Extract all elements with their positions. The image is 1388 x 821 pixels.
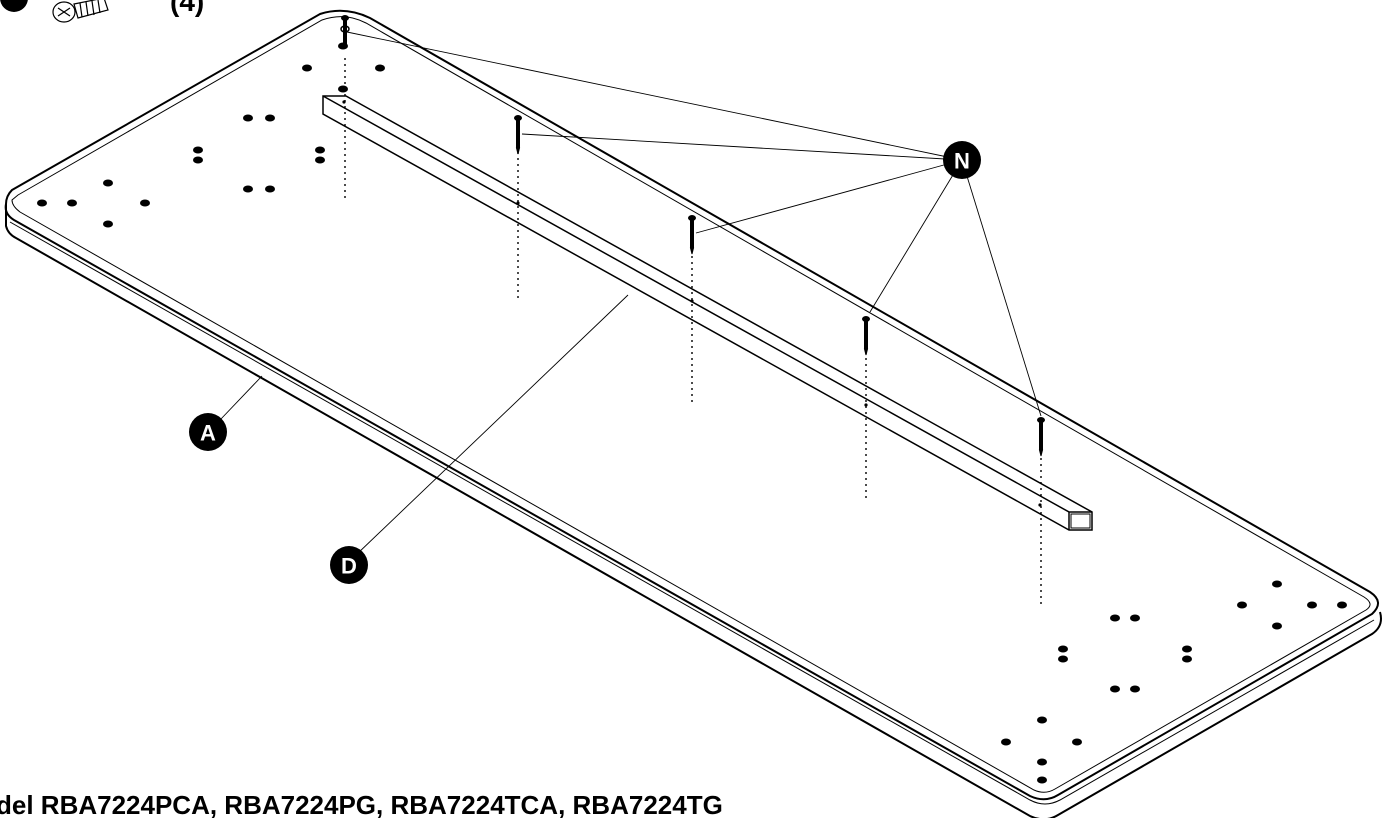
tabletop-top-face — [4, 9, 1379, 801]
tabletop-inner-bevel — [11, 16, 1371, 793]
mounting-holes-right — [1001, 580, 1347, 784]
screw-3 — [688, 215, 696, 255]
model-number-text: del RBA7224PCA, RBA7224PG, RBA7224TCA, R… — [0, 790, 723, 820]
mounting-holes-left — [37, 42, 385, 228]
svg-text:A: A — [200, 421, 216, 446]
leader-lines — [219, 31, 1042, 556]
svg-text:N: N — [954, 149, 970, 174]
tabletop-edge-line — [9, 221, 1375, 805]
callout-screw: N — [943, 141, 981, 179]
support-beam — [322, 95, 1093, 531]
screw-5 — [1037, 417, 1045, 457]
screw-part-icon — [52, 0, 109, 23]
screw-1 — [340, 15, 350, 45]
screw-quantity-label: (4) — [170, 0, 205, 17]
screw-2 — [514, 115, 522, 155]
svg-text:D: D — [341, 554, 357, 579]
callout-tabletop: A — [189, 413, 227, 451]
alignment-lines — [344, 58, 1042, 605]
partial-callout — [0, 0, 28, 12]
screws — [340, 15, 1045, 457]
tabletop-front-edge — [5, 204, 1382, 818]
callout-support-beam: D — [330, 546, 368, 584]
tabletop — [4, 9, 1382, 818]
screw-4 — [862, 316, 870, 356]
